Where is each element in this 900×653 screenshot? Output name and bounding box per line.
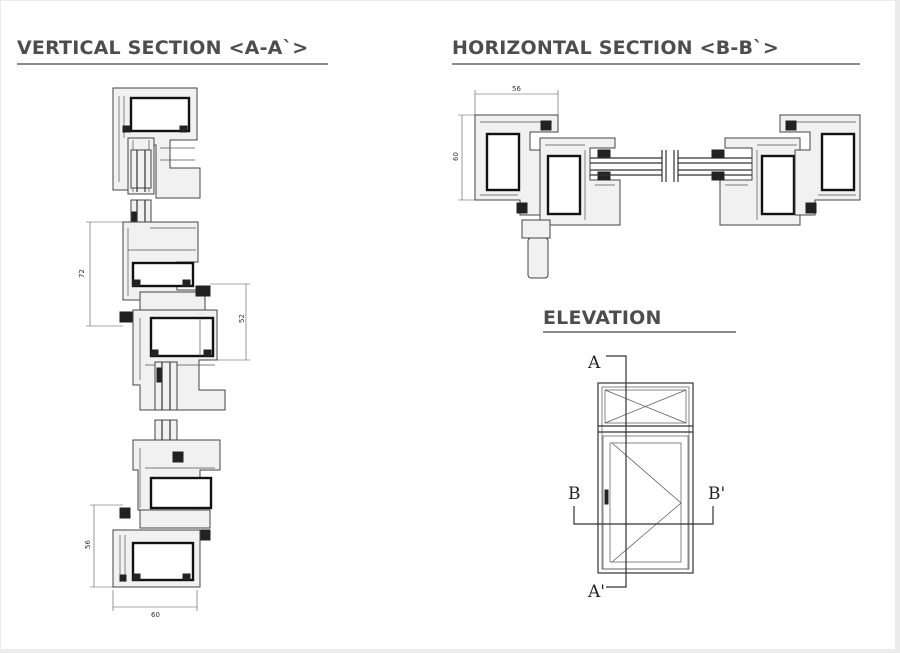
horizontal-section-heading: HORIZONTAL SECTION <B-B`>: [452, 37, 779, 59]
horizontal-section-rule: [452, 63, 860, 65]
right-sash-profile: [711, 137, 801, 226]
dim-h60-label: 60: [452, 152, 460, 161]
lower-sash-profile: [119, 439, 221, 541]
dim-52-label: 52: [238, 314, 246, 323]
top-frame-profile: [112, 87, 201, 199]
horizontal-section-drawing: [458, 90, 861, 279]
dim-56-label: 56: [84, 540, 92, 549]
elevation-rule: [543, 331, 736, 333]
dim-h56-label: 56: [512, 85, 521, 93]
section-label-a: A: [587, 353, 601, 373]
vertical-section-heading: VERTICAL SECTION <A-A`>: [17, 37, 309, 59]
section-label-b: B: [568, 484, 581, 504]
vertical-dimensions: [86, 221, 250, 611]
handle: [521, 219, 551, 279]
transom-profile: [119, 221, 211, 323]
bottom-frame-profile: [112, 529, 201, 588]
section-label-a-prime: A': [587, 582, 605, 602]
elevation-heading: ELEVATION: [543, 307, 662, 329]
elevation-drawing: [573, 355, 714, 588]
right-frame-profile: [779, 114, 861, 216]
dim-72-label: 72: [78, 269, 86, 278]
horizontal-glass: [590, 150, 752, 182]
dim-60-label: 60: [151, 611, 160, 619]
left-frame-profile: [474, 114, 559, 216]
section-label-b-prime: B': [708, 484, 725, 504]
horizontal-dimensions: [458, 90, 559, 201]
vertical-section-rule: [17, 63, 328, 65]
vertical-section-drawing: [86, 87, 250, 611]
left-sash-profile: [539, 137, 621, 226]
